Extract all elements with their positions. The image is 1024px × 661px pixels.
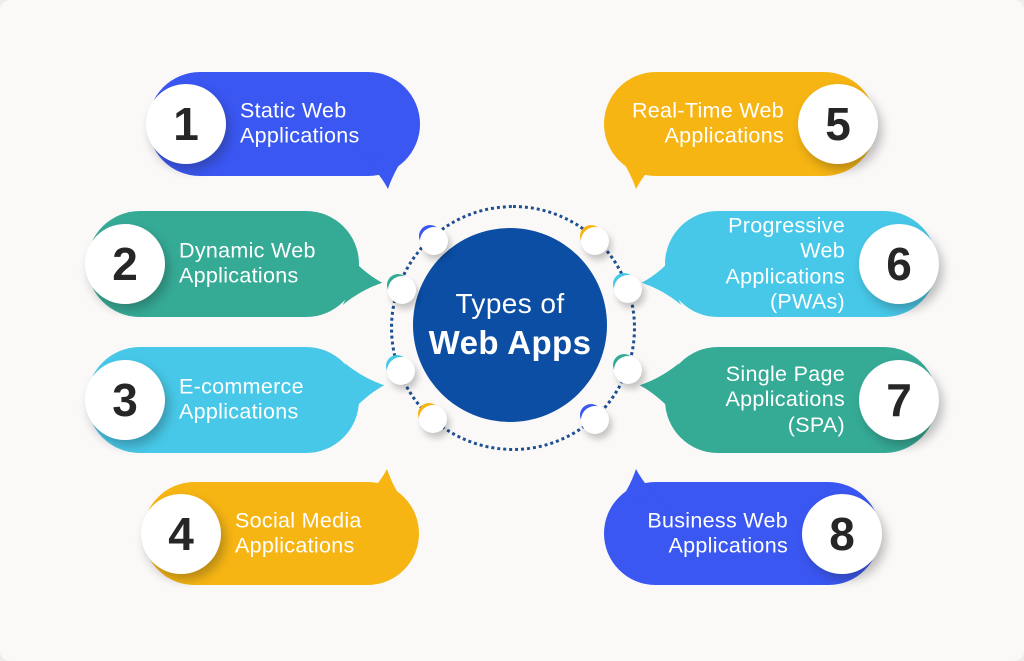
- ring-dot-icon: [419, 225, 441, 247]
- center-title-circle: Types of Web Apps: [413, 228, 607, 422]
- bubble-label: Business Web Applications: [647, 508, 788, 558]
- bubble-ecommerce-applications: 3 E-commerce Applications: [85, 347, 385, 453]
- step-number-badge: 2: [85, 224, 165, 304]
- bubble-label: Progressive Web Applications (PWAs): [725, 213, 845, 314]
- bubble-static-web-applications: 1 Static Web Applications: [146, 72, 420, 189]
- ring-dot-icon: [580, 404, 602, 426]
- dotted-ring: [390, 205, 636, 451]
- bubble-tail: [343, 363, 385, 421]
- bubble-tail: [641, 247, 683, 305]
- bubble-progressive-web-applications: 6 Progressive Web Applications (PWAs): [641, 211, 939, 317]
- bubble-business-web-applications: 8 Business Web Applications: [604, 469, 882, 585]
- bubble-social-media-applications: 4 Social Media Applications: [141, 469, 419, 585]
- bubble-label: E-commerce Applications: [179, 374, 304, 424]
- bubble-single-page-applications: 7 Single Page Applications (SPA): [639, 347, 939, 453]
- step-number-badge: 3: [85, 360, 165, 440]
- bubble-label: Social Media Applications: [235, 508, 362, 558]
- ring-dot-icon: [418, 403, 440, 425]
- center-title-line2: Web Apps: [428, 324, 592, 361]
- ring-dot-icon: [613, 273, 635, 295]
- center-title-line1: Types of: [455, 288, 565, 319]
- bubble-tail: [350, 469, 410, 511]
- bubble-label: Dynamic Web Applications: [179, 238, 316, 288]
- bubble-tail: [613, 147, 673, 189]
- bubble-label: Static Web Applications: [240, 98, 360, 148]
- step-number-badge: 7: [859, 360, 939, 440]
- bubble-label: Single Page Applications (SPA): [725, 361, 845, 437]
- step-number-badge: 6: [859, 224, 939, 304]
- bubble-tail: [341, 247, 383, 305]
- step-number-badge: 8: [802, 493, 882, 574]
- ring-dot-icon: [613, 354, 635, 376]
- step-number-badge: 1: [146, 84, 226, 164]
- bubble-label: Real-Time Web Applications: [631, 98, 784, 148]
- bubble-real-time-web-applications: 5 Real-Time Web Applications: [604, 72, 878, 189]
- ring-dot-icon: [386, 355, 408, 377]
- bubble-tail: [351, 147, 411, 189]
- bubble-dynamic-web-applications: 2 Dynamic Web Applications: [85, 211, 383, 317]
- bubble-tail: [639, 363, 681, 421]
- step-number-badge: 4: [141, 493, 221, 574]
- ring-dot-icon: [387, 274, 409, 296]
- step-number-badge: 5: [798, 84, 878, 164]
- ring-dot-icon: [580, 225, 602, 247]
- bubble-tail: [613, 469, 673, 511]
